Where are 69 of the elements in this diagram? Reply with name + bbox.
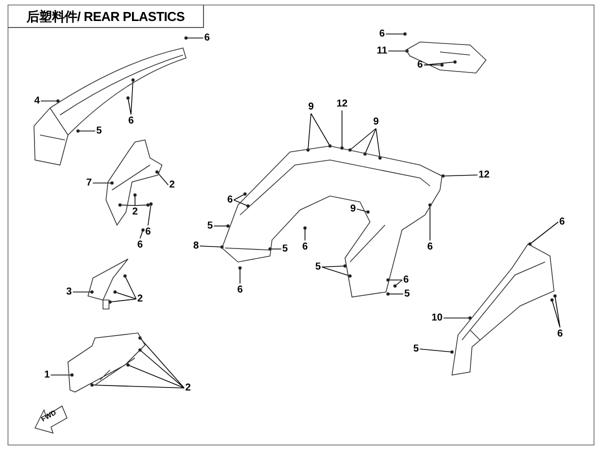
callout-number: 1 (44, 370, 50, 380)
callout-number: 2 (185, 382, 191, 394)
callout-number: 6 (427, 242, 433, 252)
leader-line (321, 266, 350, 276)
leader-line (530, 222, 559, 244)
callout-number: 4 (34, 96, 40, 106)
callout-number: 6 (137, 240, 143, 250)
callout-number: 9 (308, 102, 314, 112)
leader-line (92, 182, 112, 184)
bracket-drawing (88, 259, 128, 309)
callout-number: 10 (431, 312, 443, 324)
leader-line (110, 276, 137, 302)
callout-number: 6 (417, 60, 423, 70)
leader-line (270, 248, 282, 250)
leader-line (233, 194, 248, 206)
mudguard-bracket-drawing (106, 140, 162, 225)
leader-line (419, 348, 452, 352)
leader-line (199, 246, 222, 248)
callout-number: 7 (86, 178, 92, 188)
leader-line (50, 374, 72, 376)
callout-number: 5 (282, 244, 288, 254)
leader-line (128, 80, 134, 115)
callout-number: 11 (376, 46, 388, 56)
callout-number: 5 (404, 288, 410, 300)
callout-number: 6 (403, 274, 409, 286)
leader-line (423, 62, 456, 66)
callout-number: 12 (478, 170, 490, 180)
callout-number: 6 (204, 32, 210, 44)
callout-number: 6 (302, 242, 308, 252)
callout-number: 8 (193, 240, 199, 252)
callout-number: 2 (169, 180, 175, 190)
callout-number: 6 (227, 194, 233, 206)
leader-line (442, 174, 478, 176)
title: 后塑料件/ REAR PLASTICS (8, 5, 204, 28)
leader-line (40, 100, 58, 102)
leader-line (304, 228, 306, 241)
callout-number: 6 (237, 284, 243, 296)
leader-line (120, 194, 148, 206)
callout-number: 9 (350, 204, 356, 214)
callout-number: 6 (379, 28, 385, 40)
leader-line (552, 296, 560, 328)
mounting-plate-drawing (406, 42, 486, 73)
leader-line (78, 130, 96, 132)
callout-number: 3 (66, 286, 72, 298)
leader-line (92, 338, 185, 388)
leader-line (388, 280, 403, 286)
callout-number: 6 (128, 116, 134, 126)
callout-number: 6 (145, 226, 151, 238)
callout-number: 2 (132, 206, 138, 218)
callout-number: 5 (315, 262, 321, 272)
rear-fender-drawing (34, 48, 186, 165)
callout-number: 5 (96, 126, 102, 136)
leader-line (156, 172, 169, 186)
callout-number: 2 (137, 294, 143, 304)
leader-line (356, 208, 368, 212)
leader-line (350, 128, 380, 158)
leader-line (308, 113, 330, 150)
leader-line (388, 50, 408, 52)
callout-number: 5 (413, 344, 419, 354)
side-panel-drawing (68, 333, 145, 392)
right-fender-drawing (452, 244, 554, 375)
callout-number: 6 (559, 216, 565, 228)
rear-body-panel-drawing (222, 146, 442, 297)
leader-line (148, 204, 152, 226)
callout-number: 6 (557, 328, 563, 340)
callout-number: 9 (373, 116, 379, 128)
leader-line (140, 230, 144, 239)
callout-number: 12 (336, 98, 348, 110)
callout-number: 5 (207, 220, 213, 232)
